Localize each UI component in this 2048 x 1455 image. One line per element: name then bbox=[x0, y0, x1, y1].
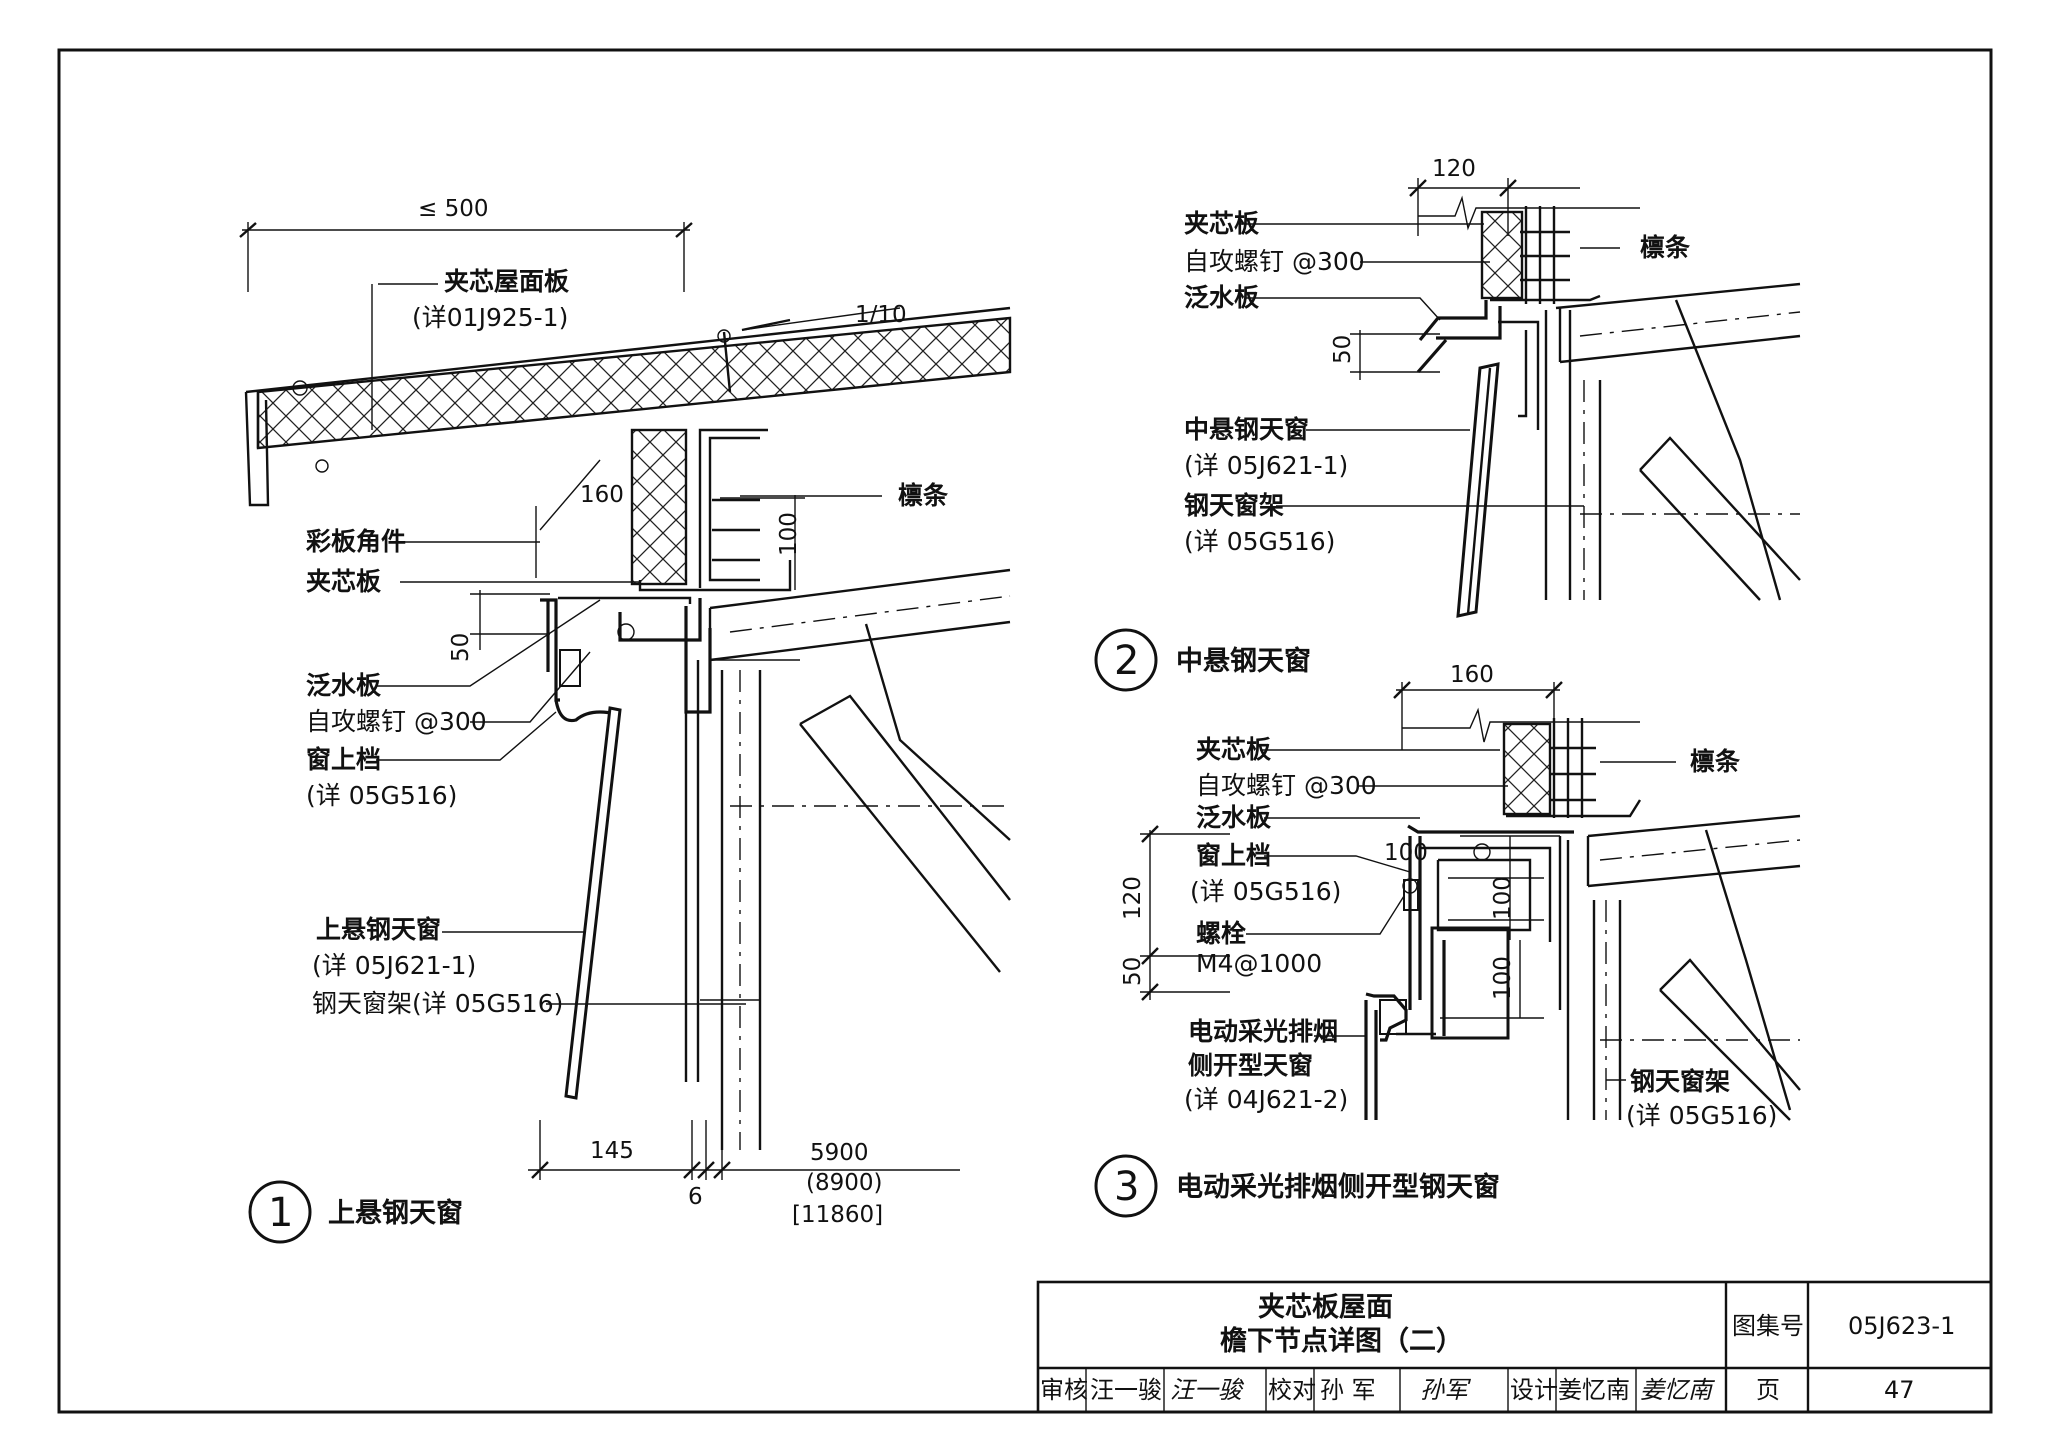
label-frame: 钢天窗架 bbox=[1184, 491, 1284, 520]
label-window-head: 窗上档 bbox=[306, 745, 381, 774]
label-sandwich-panel: 夹芯板 bbox=[1184, 209, 1259, 238]
sheet-border bbox=[57, 48, 1993, 1414]
dim-100b: 100 bbox=[1490, 876, 1516, 920]
label-flashing: 泛水板 bbox=[1184, 283, 1259, 312]
label-bolt: 螺栓 bbox=[1196, 919, 1246, 948]
label-flashing: 泛水板 bbox=[1196, 803, 1271, 832]
vertical-sandwich-panel bbox=[1502, 722, 1552, 816]
label-frame: 钢天窗架(详 05G516) bbox=[312, 989, 563, 1018]
label-window-ref: (详 05J621-1) bbox=[1184, 451, 1348, 480]
drawing-title-line2: 檐下节点详图（二） bbox=[1220, 1325, 1463, 1357]
label-purlin: 檩条 bbox=[1690, 747, 1741, 776]
design-label: 设计 bbox=[1510, 1376, 1558, 1404]
designer-name: 姜忆南 bbox=[1558, 1376, 1630, 1404]
detail-1-caption: 上悬钢天窗 bbox=[328, 1197, 463, 1229]
reviewer-signature: 汪一骏 bbox=[1170, 1376, 1245, 1404]
roof-panel bbox=[256, 316, 1012, 450]
detail-1-number: 1 bbox=[268, 1190, 293, 1236]
detail-2-marker bbox=[1094, 628, 1158, 692]
label-purlin: 檩条 bbox=[898, 481, 949, 510]
electric-window-body bbox=[1430, 926, 1510, 1040]
detail-3-number: 3 bbox=[1114, 1164, 1139, 1210]
checker-name: 孙 军 bbox=[1320, 1376, 1376, 1404]
slope-label: 1/10 bbox=[855, 302, 907, 328]
detail-3-caption: 电动采光排烟侧开型钢天窗 bbox=[1176, 1171, 1500, 1203]
dim-160: 160 bbox=[580, 482, 624, 508]
dim-100c: 100 bbox=[1490, 956, 1516, 1000]
label-window: 上悬钢天窗 bbox=[316, 915, 441, 944]
page-number: 47 bbox=[1884, 1376, 1915, 1404]
checker-signature: 孙军 bbox=[1420, 1376, 1471, 1404]
label-window-ref: (详 04J621-2) bbox=[1184, 1085, 1348, 1114]
label-window-head-ref: (详 05G516) bbox=[306, 781, 457, 810]
dim-span-a: 5900 bbox=[810, 1140, 869, 1166]
label-window-ref: (详 05J621-1) bbox=[312, 951, 476, 980]
label-sandwich-panel: 夹芯板 bbox=[306, 567, 381, 596]
dim-120: 120 bbox=[1432, 156, 1476, 182]
detail-2: 120 50 bbox=[1094, 156, 1801, 692]
detail-3: 160 100 100 100 bbox=[1094, 662, 1801, 1218]
designer-signature: 姜忆南 bbox=[1640, 1376, 1716, 1404]
vertical-sandwich-panel bbox=[630, 428, 688, 586]
dim-span-b: (8900) bbox=[806, 1170, 882, 1196]
atlas-label: 图集号 bbox=[1732, 1312, 1804, 1340]
dim-100: 100 bbox=[776, 512, 802, 556]
label-flashing: 泛水板 bbox=[306, 671, 381, 700]
label-window2: 侧开型天窗 bbox=[1188, 1051, 1313, 1080]
dim-span-c: [11860] bbox=[792, 1202, 883, 1228]
label-sandwich-panel: 夹芯板 bbox=[1196, 735, 1271, 764]
dim-max-width: ≤ 500 bbox=[418, 196, 488, 222]
dim-100a: 100 bbox=[1384, 840, 1428, 866]
label-screw: 自攻螺钉 @300 bbox=[306, 707, 487, 736]
label-roof-panel: 夹芯屋面板 bbox=[444, 267, 569, 296]
atlas-number: 05J623-1 bbox=[1848, 1312, 1955, 1340]
detail-1: ≤ 500 1/10 160 100 50 bbox=[239, 196, 1012, 1244]
check-label: 校对 bbox=[1268, 1376, 1316, 1404]
dim-120: 120 bbox=[1120, 876, 1146, 920]
label-window-head: 窗上档 bbox=[1196, 841, 1271, 870]
label-window-head-ref: (详 05G516) bbox=[1190, 877, 1341, 906]
dim-145: 145 bbox=[590, 1138, 634, 1164]
page-label: 页 bbox=[1756, 1376, 1780, 1404]
dim-50: 50 bbox=[448, 633, 474, 662]
label-corner-piece: 彩板角件 bbox=[306, 527, 406, 556]
label-window: 电动采光排烟 bbox=[1188, 1017, 1338, 1046]
reviewer-name: 汪一骏 bbox=[1090, 1376, 1162, 1404]
top-hung-window bbox=[564, 706, 622, 1100]
detail-3-marker bbox=[1094, 1154, 1158, 1218]
label-bolt-spec: M4@1000 bbox=[1196, 949, 1322, 978]
label-frame: 钢天窗架 bbox=[1630, 1067, 1730, 1096]
detail-2-number: 2 bbox=[1114, 638, 1139, 684]
label-frame-ref: (详 05G516) bbox=[1184, 527, 1335, 556]
review-label: 审核 bbox=[1040, 1376, 1088, 1404]
dim-160: 160 bbox=[1450, 662, 1494, 688]
label-screw: 自攻螺钉 @300 bbox=[1184, 247, 1365, 276]
dim-50: 50 bbox=[1120, 957, 1146, 986]
drawing-title-line1: 夹芯板屋面 bbox=[1258, 1292, 1393, 1323]
label-roof-panel-ref: (详01J925-1) bbox=[412, 303, 568, 332]
label-screw: 自攻螺钉 @300 bbox=[1196, 771, 1377, 800]
dim-6: 6 bbox=[688, 1184, 703, 1210]
label-frame-ref: (详 05G516) bbox=[1626, 1101, 1777, 1130]
detail-2-caption: 中悬钢天窗 bbox=[1176, 645, 1311, 677]
dim-50: 50 bbox=[1330, 335, 1356, 364]
vertical-sandwich-panel bbox=[1480, 210, 1524, 300]
detail-1-marker bbox=[248, 1180, 312, 1244]
label-window: 中悬钢天窗 bbox=[1184, 415, 1309, 444]
title-block: 夹芯板屋面 檐下节点详图（二） 图集号 05J623-1 页 47 审核 汪一骏… bbox=[1036, 1280, 1993, 1414]
label-purlin: 檩条 bbox=[1640, 233, 1691, 262]
